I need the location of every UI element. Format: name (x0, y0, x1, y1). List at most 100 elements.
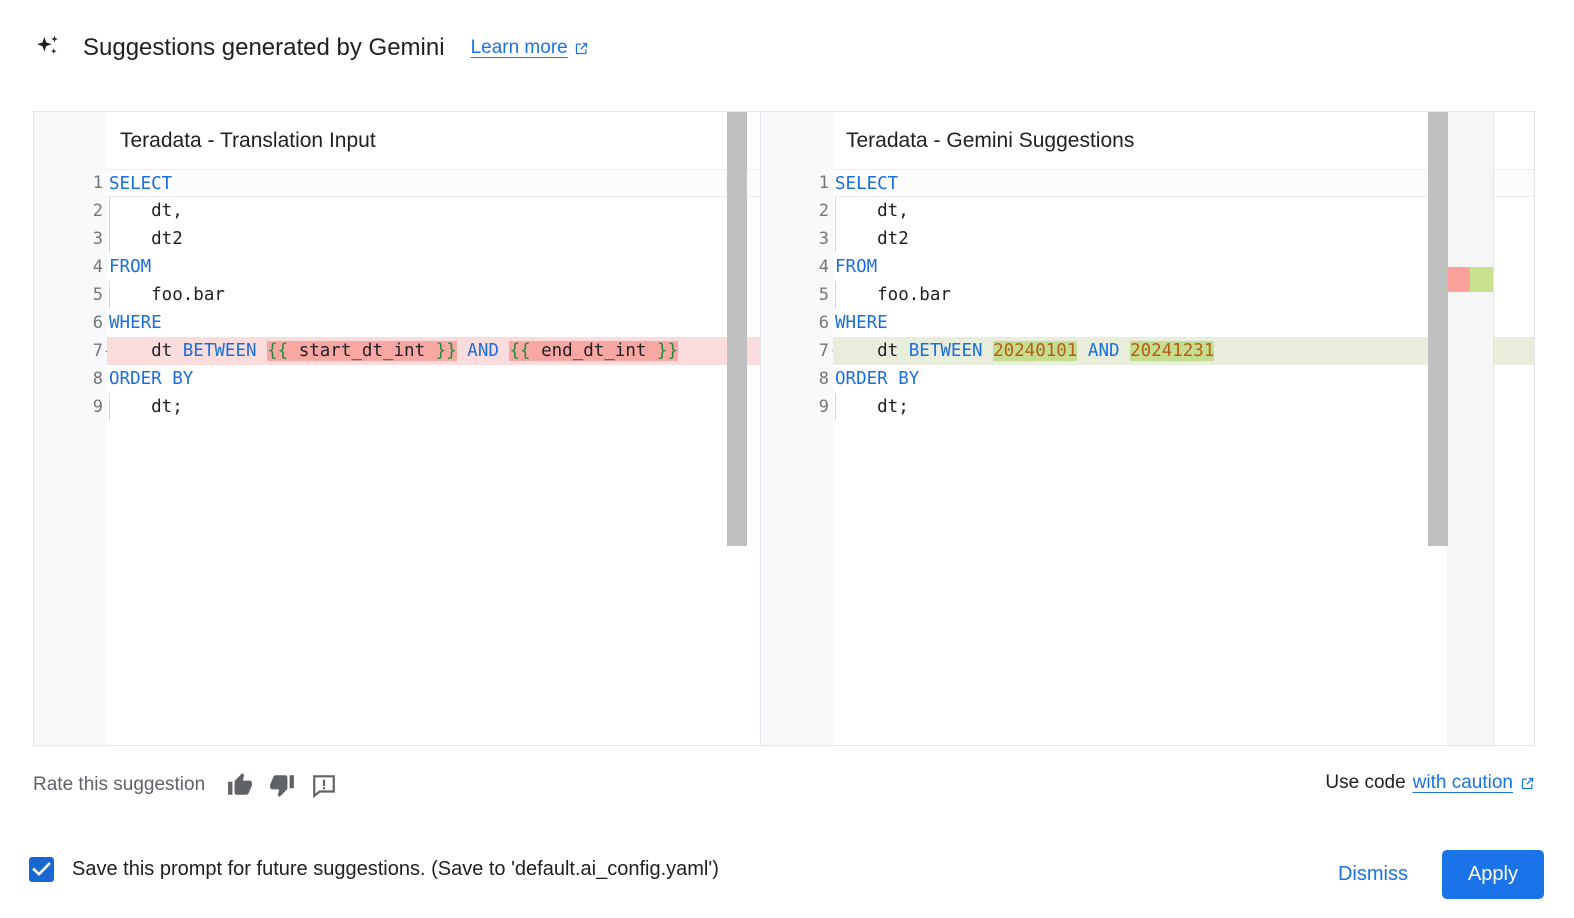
use-code-caution: Use code with caution (1325, 772, 1535, 794)
code-line[interactable]: SELECT (107, 169, 760, 197)
external-link-icon (575, 42, 587, 54)
line-number: 1 (92, 173, 103, 193)
diff-overview-ruler[interactable] (1447, 112, 1494, 745)
code-token: dt, (109, 201, 183, 221)
pane-title-right: Teradata - Gemini Suggestions (846, 129, 1135, 152)
indent-guide (109, 225, 110, 253)
vertical-scrollbar-right[interactable] (1428, 112, 1448, 546)
thumb-down-icon[interactable] (269, 772, 295, 798)
learn-more-label: Learn more (470, 37, 568, 58)
code-line[interactable]: WHERE (107, 309, 760, 337)
page-title: Suggestions generated by Gemini (83, 34, 445, 61)
code-token: 20240101 (993, 341, 1078, 361)
code-line[interactable]: FROM (107, 253, 760, 281)
code-token (499, 341, 510, 361)
indent-guide (109, 197, 110, 225)
line-number: 4 (92, 257, 103, 277)
line-number: 3 (818, 229, 829, 249)
footer-button-group: Dismiss Apply (1324, 850, 1544, 899)
code-line[interactable]: dt BETWEEN {{ start_dt_int }} AND {{ end… (107, 337, 760, 365)
learn-more-link[interactable]: Learn more (471, 36, 589, 60)
rate-suggestion-row: Rate this suggestion (33, 770, 353, 800)
code-token: 20241231 (1130, 341, 1215, 361)
sparkle-icon (37, 35, 58, 54)
indent-guide (835, 225, 836, 253)
vertical-scrollbar-left[interactable] (727, 112, 747, 546)
code-line[interactable]: ORDER BY (107, 365, 760, 393)
overview-marker-addition (1470, 267, 1493, 292)
line-number: 8 (818, 369, 829, 389)
code-line[interactable]: dt, (107, 197, 760, 225)
code-token (983, 341, 994, 361)
code-line[interactable]: ORDER BY (833, 365, 1534, 393)
code-line[interactable]: dt, (833, 197, 1534, 225)
save-prompt-checkbox[interactable] (29, 857, 54, 882)
code-token: {{ (267, 341, 289, 361)
code-column-right: Teradata - Gemini Suggestions SELECT dt,… (833, 112, 1534, 745)
code-text: SELECT (107, 170, 172, 198)
code-token: SELECT (109, 174, 173, 194)
line-number: 2 (818, 201, 829, 221)
code-token (1077, 341, 1088, 361)
report-feedback-icon[interactable] (311, 772, 337, 798)
rate-icon-group (227, 772, 353, 798)
code-line[interactable]: SELECT (833, 169, 1534, 197)
code-line[interactable]: dt BETWEEN 20240101 AND 20241231 (833, 337, 1534, 365)
code-token: foo.bar (109, 285, 225, 305)
indent-guide (835, 281, 836, 309)
overview-marker-deletion (1447, 267, 1470, 292)
code-token: dt2 (835, 229, 909, 249)
code-token: AND (1087, 341, 1120, 361)
code-text: WHERE (833, 309, 888, 337)
code-token (1120, 341, 1131, 361)
line-number: 7+ (761, 337, 842, 365)
code-token: }} (435, 341, 457, 361)
code-token: dt; (835, 397, 909, 417)
code-text: dt, (107, 197, 183, 225)
thumb-up-icon[interactable] (227, 772, 253, 798)
code-text: FROM (833, 253, 877, 281)
dismiss-button[interactable]: Dismiss (1324, 853, 1422, 896)
code-token: AND (467, 341, 499, 361)
indent-guide (835, 197, 836, 225)
code-line[interactable]: dt; (833, 393, 1534, 421)
code-text: dt2 (107, 225, 183, 253)
code-line[interactable]: foo.bar (107, 281, 760, 309)
code-line[interactable]: dt; (107, 393, 760, 421)
code-line[interactable]: dt2 (833, 225, 1534, 253)
save-prompt-label: Save this prompt for future suggestions.… (72, 858, 719, 880)
code-token (257, 341, 268, 361)
code-token: foo.bar (835, 285, 951, 305)
line-number: 6 (92, 313, 103, 333)
code-token: WHERE (835, 313, 888, 333)
code-token: }} (656, 341, 679, 361)
line-number: 5 (818, 285, 829, 305)
pane-title-left: Teradata - Translation Input (120, 129, 376, 152)
code-column-left: Teradata - Translation Input SELECT dt, … (107, 112, 760, 745)
code-text: dt BETWEEN 20240101 AND 20241231 (833, 337, 1215, 365)
indent-guide (109, 393, 110, 421)
code-text: dt2 (833, 225, 909, 253)
code-line[interactable]: dt2 (107, 225, 760, 253)
line-number: 2 (92, 201, 103, 221)
line-number: 6 (818, 313, 829, 333)
code-line[interactable]: WHERE (833, 309, 1534, 337)
external-link-icon[interactable] (1520, 776, 1535, 791)
code-token: ORDER BY (835, 369, 920, 389)
with-caution-link[interactable]: with caution (1412, 772, 1513, 793)
line-number: 5 (92, 285, 103, 305)
line-number: 4 (818, 257, 829, 277)
save-prompt-row: Save this prompt for future suggestions.… (29, 857, 719, 882)
code-line[interactable]: foo.bar (833, 281, 1534, 309)
indent-guide (835, 393, 836, 421)
code-text: WHERE (107, 309, 162, 337)
code-line[interactable]: FROM (833, 253, 1534, 281)
indent-guide (109, 281, 110, 309)
code-token: dt2 (109, 229, 183, 249)
line-number: 8 (92, 369, 103, 389)
apply-button[interactable]: Apply (1441, 850, 1544, 899)
